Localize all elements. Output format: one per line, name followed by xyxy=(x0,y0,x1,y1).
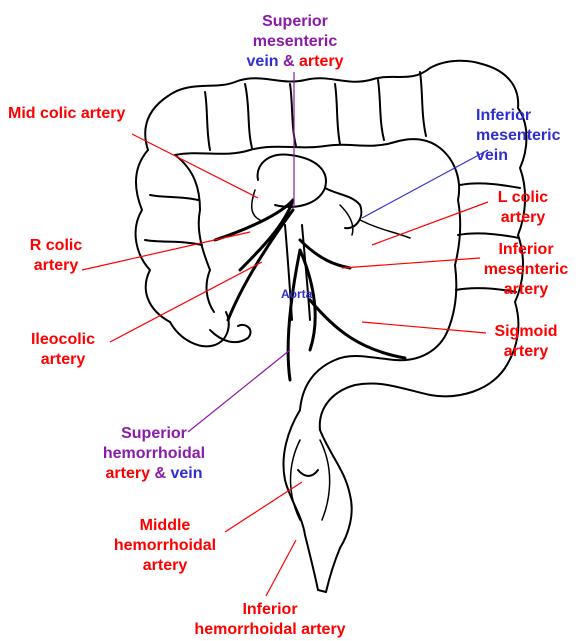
label-middle-hemorrhoidal-artery: Middle hemorrhoidal artery xyxy=(108,516,222,576)
label-aorta: Aorta xyxy=(281,287,312,301)
sigmoid-colon xyxy=(320,368,505,430)
label-line: Mid colic artery xyxy=(8,104,125,124)
label-line: artery & vein xyxy=(92,464,216,484)
label-line: Ileocolic xyxy=(18,330,108,350)
label-line: R colic xyxy=(20,236,92,256)
anal-canal xyxy=(305,535,340,592)
leader-superior-hemorrhoidal xyxy=(188,350,290,432)
label-line: Superior xyxy=(230,12,360,32)
label-sigmoid-artery: Sigmoid artery xyxy=(486,322,566,362)
label-word-vein: vein xyxy=(247,53,279,70)
label-line: artery xyxy=(20,256,92,276)
leader-middle-hemorrhoidal xyxy=(225,482,302,532)
leader-ileocolic xyxy=(110,262,262,342)
label-line: L colic xyxy=(488,188,558,208)
leader-inferior-hemorrhoidal xyxy=(266,540,296,596)
label-word-vein: vein xyxy=(170,465,202,482)
leader-mid-colic xyxy=(132,134,258,198)
descending-colon-inner xyxy=(440,148,460,330)
leader-sigmoid xyxy=(362,322,486,333)
label-line: Inferior xyxy=(476,106,561,126)
label-superior-hemorrhoidal: Superior hemorrhoidal artery & vein xyxy=(92,424,216,484)
label-line: Inferior xyxy=(476,240,576,260)
ascending-colon-outer xyxy=(136,96,170,322)
label-line: artery xyxy=(488,208,558,228)
label-line: artery xyxy=(486,342,566,362)
label-word-artery: artery xyxy=(299,53,343,70)
label-inferior-mesenteric-artery: Inferior mesenteric artery xyxy=(476,240,576,300)
label-line: artery xyxy=(476,280,576,300)
leader-l-colic xyxy=(372,202,488,245)
label-l-colic-artery: L colic artery xyxy=(488,188,558,228)
label-line: Middle xyxy=(108,516,222,536)
label-line: mesenteric xyxy=(476,260,576,280)
label-line: Superior xyxy=(92,424,216,444)
transverse-colon-inner xyxy=(175,139,440,155)
label-line: artery xyxy=(108,556,222,576)
label-ampersand: & xyxy=(154,465,166,482)
label-superior-mesenteric: Superior mesenteric vein & artery xyxy=(230,12,360,72)
label-line: Inferior xyxy=(170,600,370,620)
label-line: hemorrhoidal xyxy=(92,444,216,464)
label-ampersand: & xyxy=(283,53,295,70)
label-line: hemorrhoidal xyxy=(108,536,222,556)
label-line: artery xyxy=(18,350,108,370)
cecum xyxy=(170,312,229,346)
label-line: hemorrhoidal artery xyxy=(170,620,370,640)
label-line: mesenteric xyxy=(230,32,360,52)
aorta-outline xyxy=(285,225,310,320)
label-inferior-hemorrhoidal-artery: Inferior hemorrhoidal artery xyxy=(170,600,370,640)
ascending-colon-inner xyxy=(175,155,214,312)
label-line: mesenteric xyxy=(476,126,561,146)
label-ileocolic-artery: Ileocolic artery xyxy=(18,330,108,370)
label-line: Sigmoid xyxy=(486,322,566,342)
leader-inferior-mesenteric-artery xyxy=(342,258,480,268)
duodenum xyxy=(258,155,326,207)
label-mid-colic-artery: Mid colic artery xyxy=(8,104,125,124)
label-line: vein xyxy=(476,146,561,166)
appendix xyxy=(210,325,251,342)
label-inferior-mesenteric-vein: Inferior mesenteric vein xyxy=(476,106,561,166)
label-r-colic-artery: R colic artery xyxy=(20,236,92,276)
label-line: Aorta xyxy=(281,287,312,301)
label-line: vein & artery xyxy=(230,52,360,72)
label-word-artery: artery xyxy=(106,465,150,482)
leader-r-colic xyxy=(82,232,250,270)
